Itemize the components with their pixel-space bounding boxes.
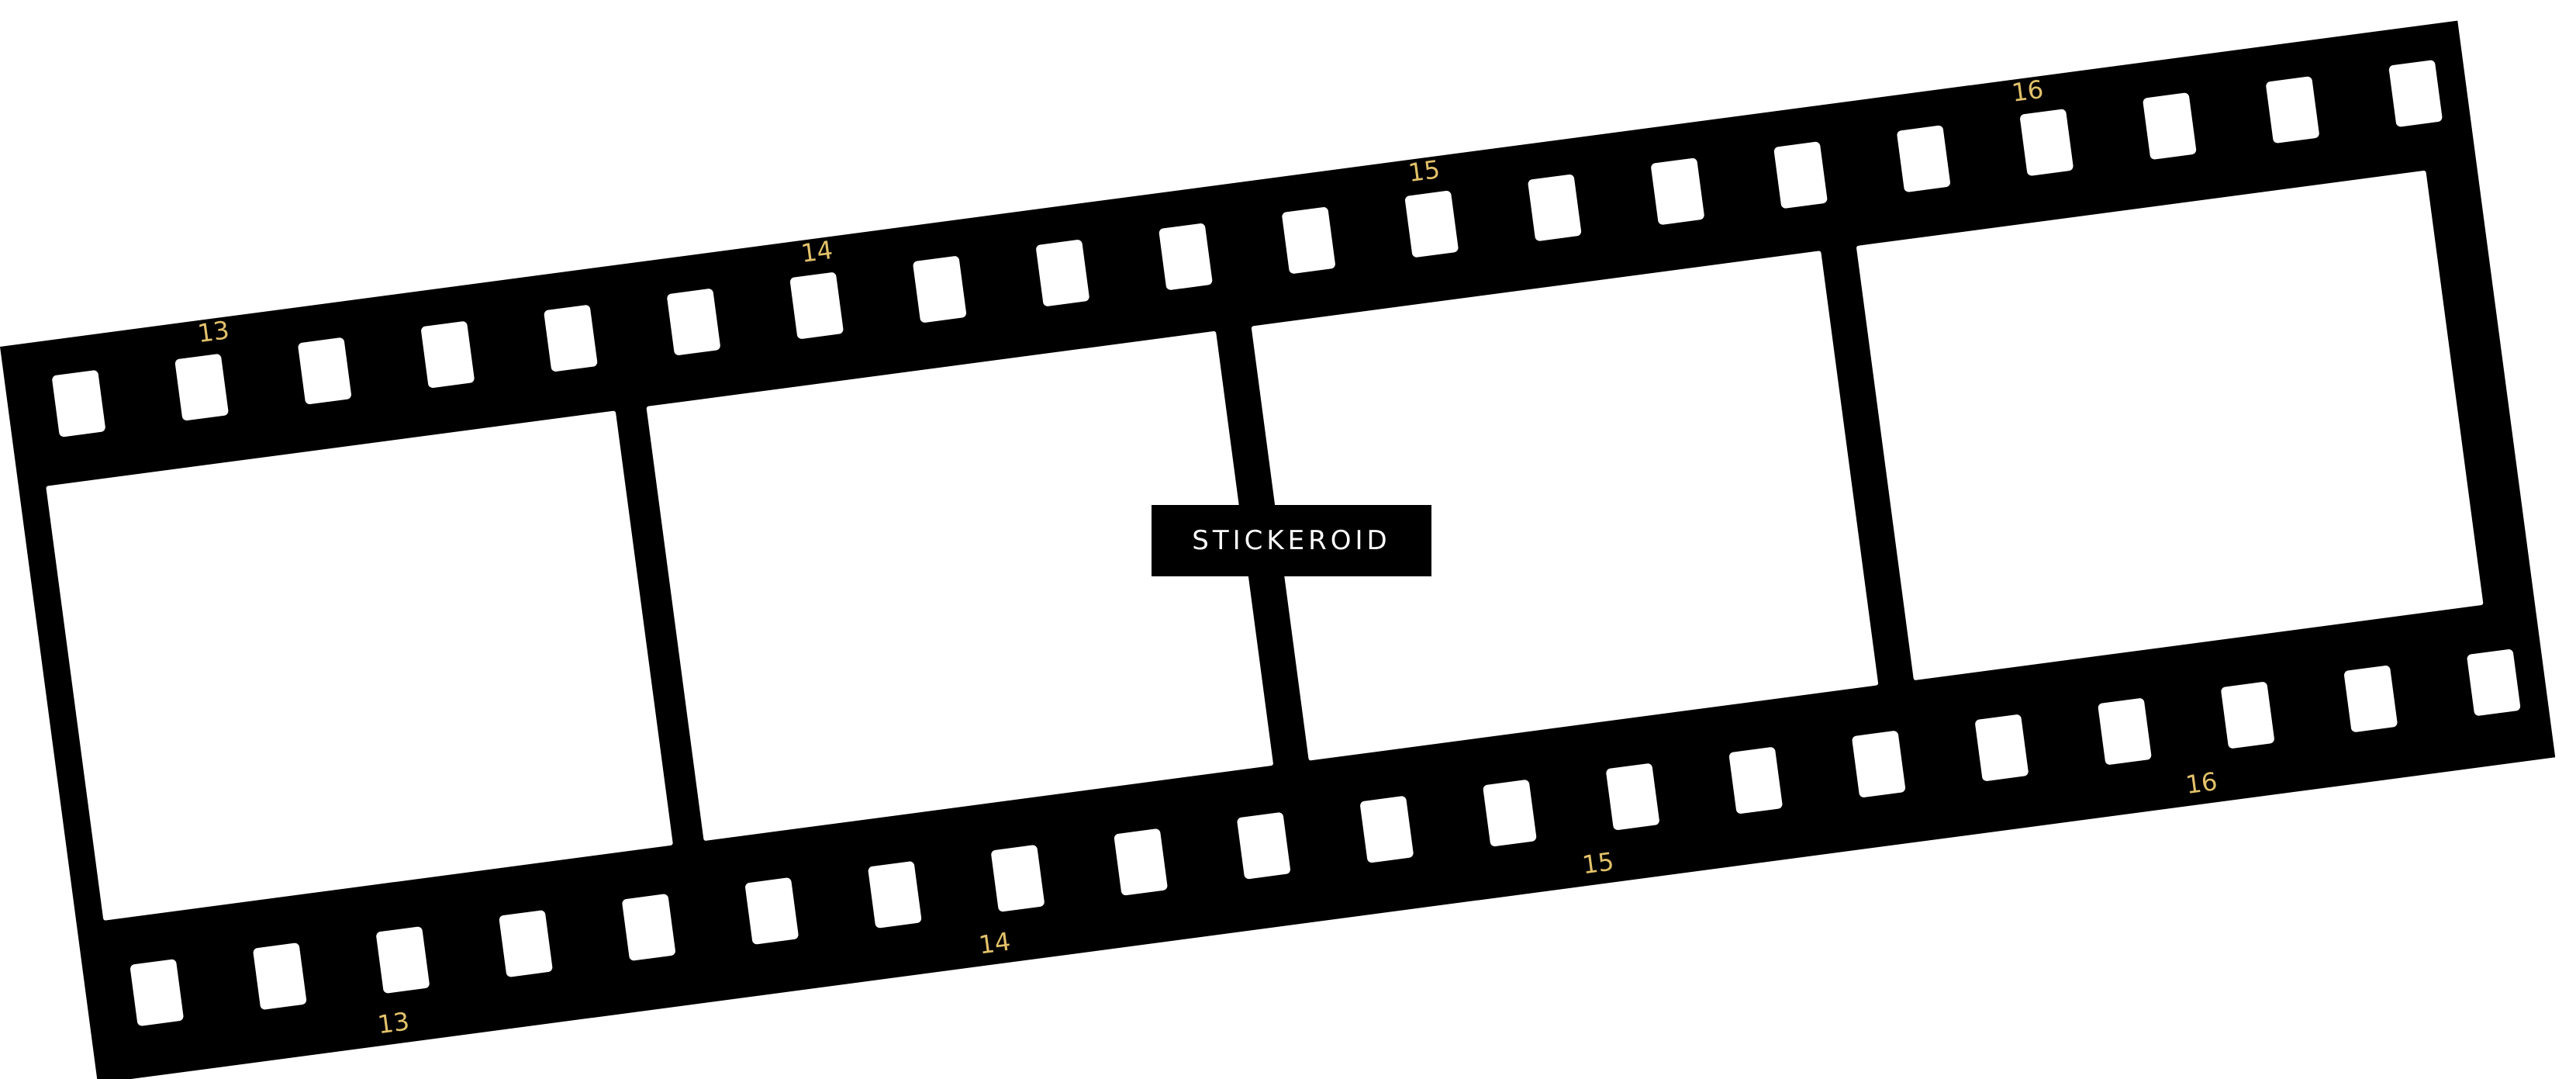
frame-number-13-top: 13 bbox=[196, 315, 231, 348]
frame-number-14-bottom: 14 bbox=[977, 927, 1012, 960]
sprocket-hole-bottom bbox=[745, 877, 799, 945]
sprocket-hole-bottom bbox=[991, 845, 1045, 912]
sprocket-hole-top bbox=[1528, 174, 1582, 241]
watermark-badge: STICKEROID bbox=[1152, 505, 1431, 576]
sprocket-hole-bottom bbox=[499, 910, 553, 977]
sprocket-hole-top bbox=[1897, 125, 1950, 192]
sprocket-hole-top bbox=[1159, 223, 1213, 290]
sprocket-holes-bottom bbox=[129, 649, 2521, 1026]
film-frame-1 bbox=[46, 410, 673, 921]
sprocket-hole-bottom bbox=[253, 942, 307, 1010]
sprocket-hole-bottom bbox=[1728, 747, 1783, 814]
sprocket-hole-bottom bbox=[2221, 682, 2274, 749]
film-frame-2 bbox=[646, 331, 1273, 841]
sprocket-hole-top bbox=[789, 272, 844, 339]
sprocket-hole-top bbox=[2143, 92, 2197, 160]
sprocket-hole-bottom bbox=[376, 926, 430, 994]
sprocket-hole-top bbox=[174, 354, 229, 421]
sprocket-hole-bottom bbox=[1360, 796, 1414, 863]
sprocket-hole-top bbox=[1404, 190, 1459, 258]
sprocket-hole-top bbox=[1036, 240, 1089, 306]
frame-number-15-top: 15 bbox=[1407, 154, 1442, 188]
film-frames bbox=[46, 171, 2484, 921]
sprocket-hole-top bbox=[913, 256, 967, 323]
frame-numbers-top: 13 14 15 16 bbox=[196, 74, 2046, 348]
sprocket-hole-top bbox=[52, 370, 105, 437]
sprocket-hole-bottom bbox=[129, 959, 184, 1026]
sprocket-hole-bottom bbox=[622, 894, 675, 961]
sprocket-hole-bottom bbox=[1114, 828, 1168, 896]
sprocket-hole-bottom bbox=[1237, 812, 1291, 880]
frame-number-15-bottom: 15 bbox=[1580, 846, 1615, 880]
sprocket-hole-top bbox=[1773, 141, 1828, 209]
sprocket-hole-bottom bbox=[868, 861, 922, 929]
sprocket-hole-bottom bbox=[1852, 731, 1906, 797]
sprocket-hole-bottom bbox=[2098, 698, 2152, 765]
film-frame-3 bbox=[1251, 251, 1879, 761]
sprocket-hole-bottom bbox=[1606, 763, 1659, 831]
sprocket-hole-bottom bbox=[1975, 714, 2029, 781]
frame-number-14-top: 14 bbox=[799, 235, 834, 268]
sprocket-hole-top bbox=[544, 305, 598, 372]
frame-number-13-bottom: 13 bbox=[376, 1006, 411, 1039]
sprocket-hole-bottom bbox=[2467, 649, 2521, 716]
sprocket-hole-top bbox=[421, 321, 475, 389]
sprocket-hole-top bbox=[1651, 157, 1704, 225]
sprocket-hole-top bbox=[1282, 207, 1335, 274]
sprocket-hole-bottom bbox=[1483, 780, 1537, 847]
sprocket-hole-top bbox=[667, 289, 720, 355]
sprocket-hole-top bbox=[2388, 60, 2443, 127]
frame-numbers-bottom: 13 14 15 16 bbox=[376, 766, 2219, 1039]
sprocket-hole-top bbox=[2020, 109, 2074, 176]
frame-number-16-top: 16 bbox=[2010, 74, 2045, 108]
sprocket-hole-top bbox=[298, 337, 352, 405]
sprocket-hole-top bbox=[2266, 76, 2319, 144]
frame-number-16-bottom: 16 bbox=[2184, 766, 2219, 800]
sprocket-hole-bottom bbox=[2343, 666, 2398, 732]
film-frame-4 bbox=[1856, 171, 2484, 680]
watermark-text: STICKEROID bbox=[1192, 525, 1391, 556]
sprocket-holes-top bbox=[52, 60, 2443, 437]
